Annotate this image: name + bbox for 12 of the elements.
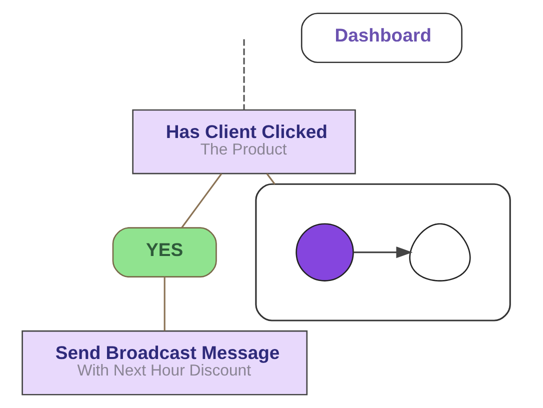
arrow bbox=[354, 246, 413, 258]
node-box: YES bbox=[112, 227, 217, 278]
node-box: Has Client Clicked The Product bbox=[132, 109, 356, 174]
node-circle bbox=[296, 223, 354, 282]
node-box: Send Broadcast Message With Next Hour Discount bbox=[22, 330, 308, 396]
cluster bbox=[255, 183, 511, 322]
connector bbox=[243, 39, 245, 110]
node-person bbox=[409, 223, 471, 282]
connector bbox=[181, 173, 222, 228]
connector bbox=[164, 277, 166, 331]
connector bbox=[266, 173, 276, 185]
node-box: Dashboard bbox=[300, 12, 462, 64]
